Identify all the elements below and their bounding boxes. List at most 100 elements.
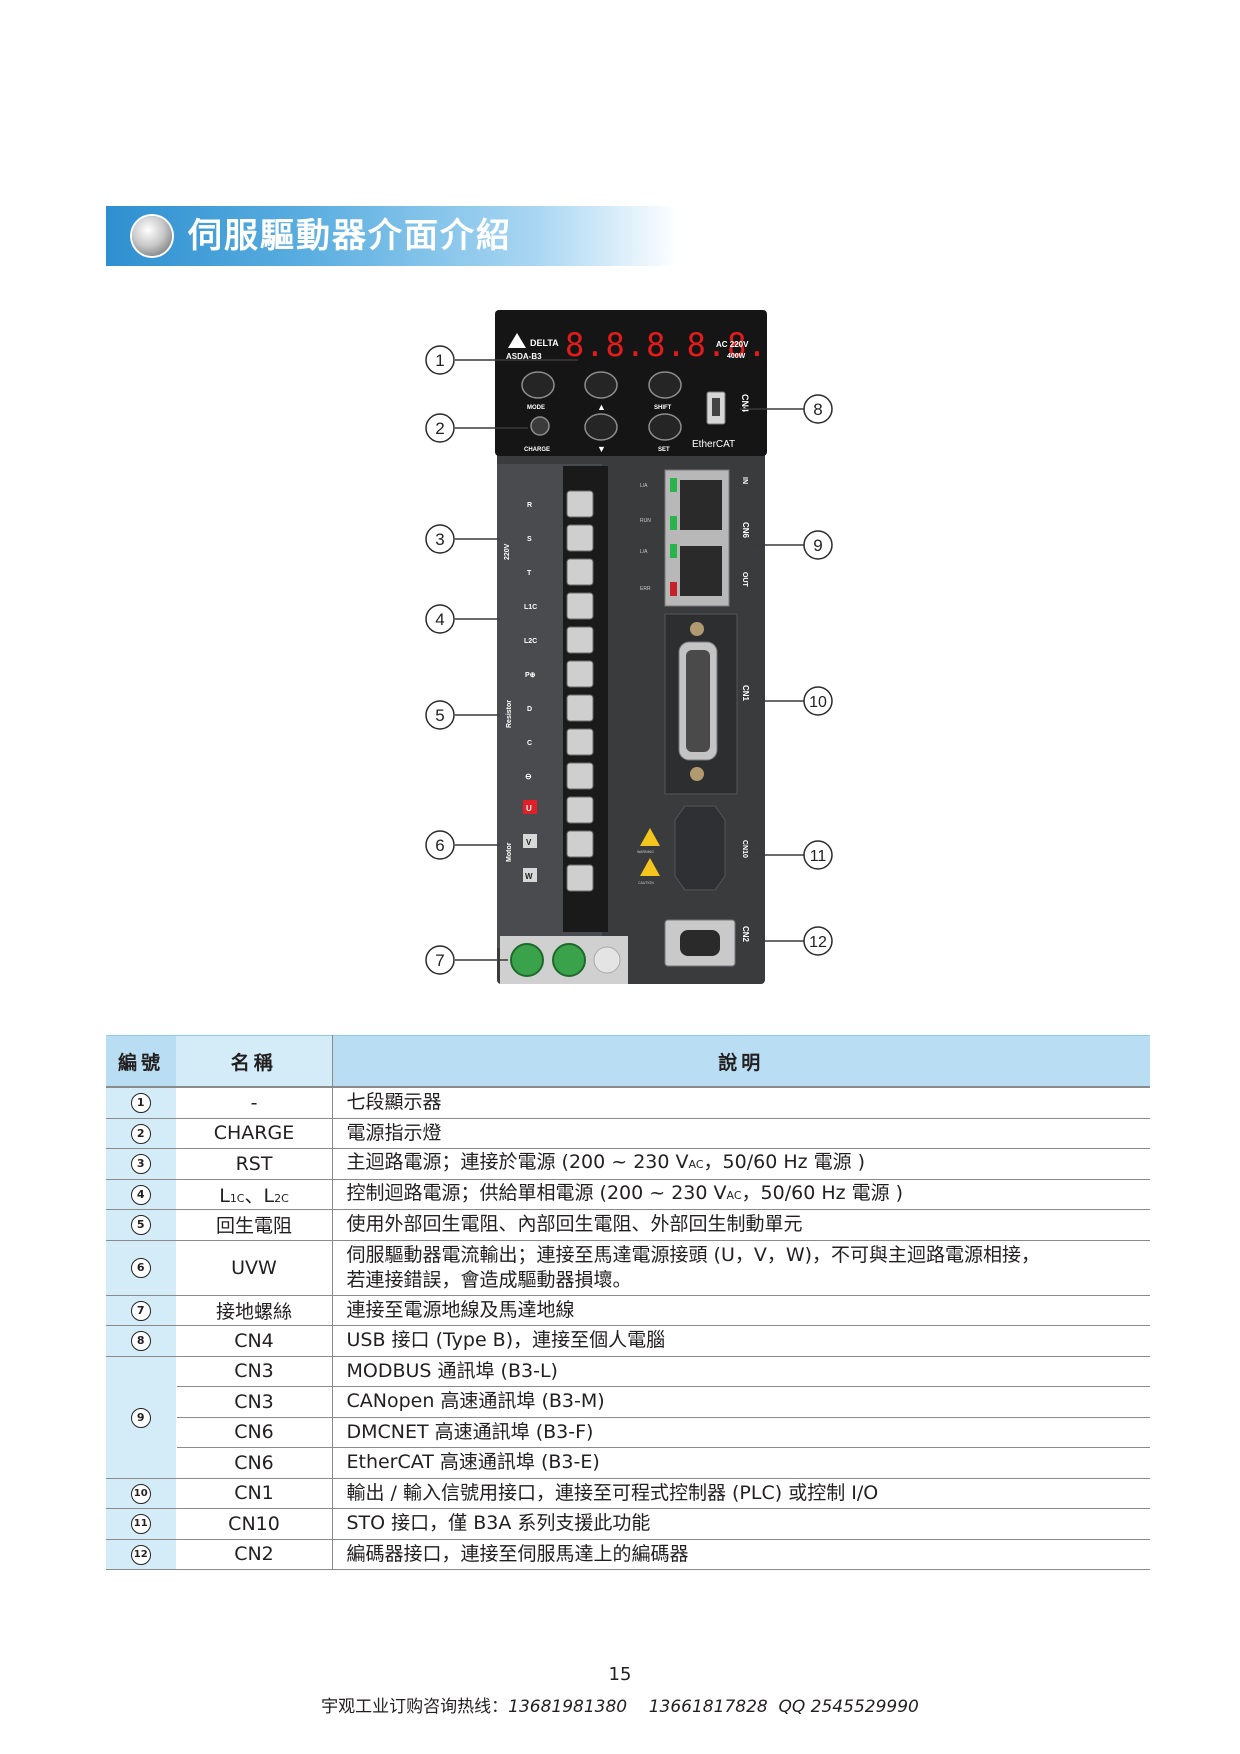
svg-text:EtherCAT: EtherCAT	[692, 439, 735, 450]
brand-text: DELTA	[530, 338, 559, 348]
svg-text:L2C: L2C	[524, 638, 537, 645]
servo-drive-illustration: DELTA ASDA-B3 8.8.8.8.8. AC 220V 400W MO…	[425, 310, 833, 984]
table-row: 9 CN3 MODBUS 通訊埠 (B3-L)	[106, 1356, 1150, 1479]
row-number-badge: 7	[130, 1300, 151, 1321]
row-name: CN1	[176, 1478, 333, 1509]
row-desc: 輸出 / 輸入信號用接口，連接至可程式控制器 (PLC) 或控制 I/O	[332, 1478, 1150, 1509]
callout-5: 5	[435, 706, 444, 725]
row-name: CHARGE	[176, 1118, 333, 1149]
svg-text:Motor: Motor	[506, 842, 513, 862]
u-terminal-label	[523, 800, 537, 814]
svg-text:▲: ▲	[597, 402, 606, 412]
row-name: CN4	[176, 1325, 333, 1357]
table-row: CN3 CANopen 高速通訊埠 (B3-M)	[106, 1386, 1150, 1418]
warning-icon	[640, 828, 660, 846]
mode-button	[521, 371, 555, 399]
header-desc: 說明	[332, 1035, 1150, 1088]
row-desc: 編碼器接口，連接至伺服馬達上的編碼器	[332, 1539, 1150, 1570]
table-row: CN6 DMCNET 高速通訊埠 (B3-F)	[106, 1417, 1150, 1448]
svg-text:OUT: OUT	[741, 572, 748, 588]
svg-text:▼: ▼	[597, 444, 606, 454]
table-row: 3 RST 主迴路電源；連接於電源 (200 ~ 230 VAC，50/60 H…	[106, 1148, 1150, 1180]
svg-text:CHARGE: CHARGE	[524, 447, 550, 453]
row-number-badge: 3	[130, 1154, 151, 1175]
row-name: 回生電阻	[176, 1209, 333, 1241]
charge-led	[530, 416, 550, 436]
callout-11: 11	[810, 848, 827, 865]
row-name: RST	[176, 1148, 333, 1180]
svg-text:CN10: CN10	[741, 840, 748, 858]
delta-logo-icon	[508, 333, 526, 348]
row-number-badge: 10	[130, 1483, 151, 1504]
row-desc: 伺服驅動器電流輸出；連接至馬達電源接頭 (U，V，W)，不可與主迴路電源相接，若…	[332, 1240, 1150, 1296]
table-header-row: 編號 名稱 說明	[106, 1035, 1150, 1088]
interface-table: 編號 名稱 說明 1 - 七段顯示器 2 CHARGE 電源指示燈 3 RST …	[106, 1035, 1150, 1570]
row-desc: 電源指示燈	[332, 1118, 1150, 1149]
table-row: 10 CN1 輸出 / 輸入信號用接口，連接至可程式控制器 (PLC) 或控制 …	[106, 1478, 1150, 1509]
svg-text:C: C	[527, 740, 532, 747]
row-name: CN6	[176, 1417, 333, 1448]
svg-text:S: S	[527, 536, 532, 543]
svg-text:W: W	[525, 872, 533, 881]
row-name: CN10	[176, 1508, 333, 1540]
model-text: ASDA-B3	[506, 352, 542, 361]
row-desc: 七段顯示器	[332, 1087, 1150, 1119]
row-desc: DMCNET 高速通訊埠 (B3-F)	[332, 1417, 1150, 1448]
svg-text:220V: 220V	[504, 543, 511, 560]
svg-text:CAUTION: CAUTION	[638, 881, 654, 885]
section-title: 伺服驅動器介面介紹	[188, 216, 512, 256]
section-header: 伺服驅動器介面介紹	[106, 206, 680, 266]
table-row: CN6 EtherCAT 高速通訊埠 (B3-E)	[106, 1447, 1150, 1479]
svg-text:L1C: L1C	[524, 604, 537, 611]
row-desc: MODBUS 通訊埠 (B3-L)	[332, 1356, 1150, 1387]
hotline-footer: 宇观工业订购咨询热线：13681981380 13661817828 QQ 25…	[0, 1692, 1240, 1717]
row-desc: 主迴路電源；連接於電源 (200 ~ 230 VAC，50/60 Hz 電源 )	[332, 1148, 1150, 1180]
header-no: 編號	[106, 1035, 176, 1088]
rating-text-2: 400W	[727, 353, 746, 360]
svg-text:SET: SET	[658, 447, 670, 453]
callout-12: 12	[809, 934, 827, 951]
table-row: 7 接地螺絲 連接至電源地線及馬達地線	[106, 1295, 1150, 1326]
sto-port-cn10	[674, 805, 726, 891]
row-desc: 連接至電源地線及馬達地線	[332, 1295, 1150, 1326]
row-desc: 使用外部回生電阻、內部回生電阻、外部回生制動單元	[332, 1209, 1150, 1241]
table-row: 4 L1C、L2C 控制迴路電源；供給單相電源 (200 ~ 230 VAC，5…	[106, 1179, 1150, 1210]
svg-text:MODE: MODE	[527, 405, 545, 411]
header-name: 名稱	[176, 1035, 333, 1088]
row-desc: 控制迴路電源；供給單相電源 (200 ~ 230 VAC，50/60 Hz 電源…	[332, 1179, 1150, 1210]
terminal-screws	[566, 490, 594, 892]
svg-text:CN4: CN4	[740, 394, 750, 412]
row-number-badge: 4	[130, 1184, 151, 1205]
svg-text:CN2: CN2	[741, 926, 750, 943]
page-number: 15	[608, 1664, 632, 1685]
row-number-badge: 5	[130, 1215, 151, 1236]
v-terminal-label	[523, 834, 537, 848]
table-row: 11 CN10 STO 接口，僅 B3A 系列支援此功能	[106, 1508, 1150, 1540]
svg-text:L/A: L/A	[640, 483, 648, 489]
row-name: UVW	[176, 1240, 333, 1296]
shift-button	[648, 371, 682, 399]
svg-text:⊖: ⊖	[525, 772, 532, 781]
rating-text-1: AC 220V	[716, 340, 749, 349]
row-number-badge: 1	[130, 1093, 151, 1114]
row-number-badge: 2	[130, 1123, 151, 1144]
svg-text:P⊕: P⊕	[525, 672, 536, 679]
ground-screw-icon	[510, 943, 544, 977]
callout-3: 3	[435, 530, 444, 549]
svg-text:D: D	[527, 706, 532, 713]
callout-7: 7	[435, 951, 444, 970]
svg-text:T: T	[527, 570, 532, 577]
table-row: 6 UVW 伺服驅動器電流輸出；連接至馬達電源接頭 (U，V，W)，不可與主迴路…	[106, 1240, 1150, 1296]
callout-4: 4	[435, 610, 444, 629]
callout-9: 9	[813, 536, 822, 555]
row-name: CN3	[176, 1356, 333, 1387]
link-led-icon	[670, 478, 677, 492]
svg-text:WARNING: WARNING	[637, 850, 654, 854]
hotline-numbers: 13681981380 13661817828 QQ 2545529990	[508, 1697, 919, 1717]
row-name: L1C、L2C	[176, 1179, 333, 1210]
table-row: 12 CN2 編碼器接口，連接至伺服馬達上的編碼器	[106, 1539, 1150, 1570]
svg-text:V: V	[526, 838, 532, 847]
callout-6: 6	[435, 836, 444, 855]
row-name: -	[176, 1087, 333, 1119]
row-number-badge: 9	[130, 1407, 151, 1428]
